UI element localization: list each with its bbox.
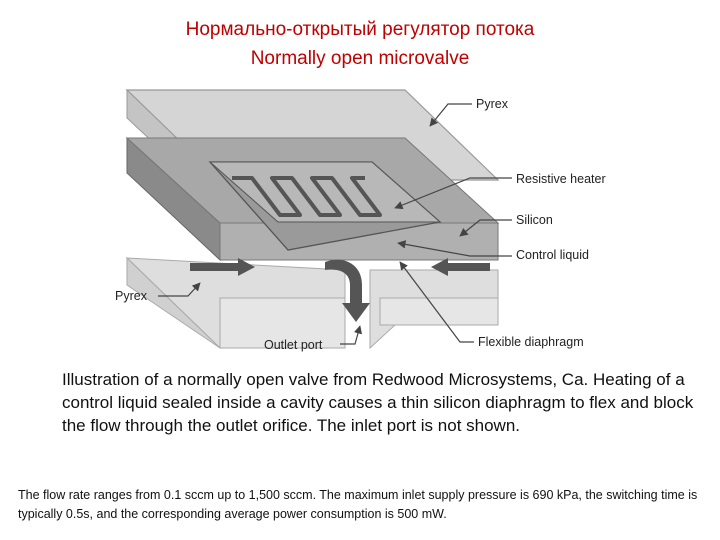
microvalve-diagram: Pyrex Resistive heater Silicon Control l… [115, 88, 606, 352]
inlet-arrow-right [431, 258, 490, 276]
caption: Illustration of a normally open valve fr… [62, 370, 694, 435]
inlet-arrow-left [190, 258, 255, 276]
title-english: Normally open microvalve [250, 48, 470, 69]
resistive-heater [232, 176, 382, 217]
label-silicon: Silicon [516, 213, 553, 227]
label-resistive-heater: Resistive heater [516, 172, 606, 186]
label-pyrex-bottom: Pyrex [115, 289, 148, 303]
label-flexible-diaphragm: Flexible diaphragm [478, 335, 584, 349]
label-outlet-port: Outlet port [264, 338, 323, 352]
label-pyrex-top: Pyrex [476, 97, 509, 111]
footnote: The flow rate ranges from 0.1 sccm up to… [18, 488, 698, 521]
outlet-arrow [325, 259, 370, 322]
title-russian: Нормально-открытый регулятор потока [185, 19, 535, 40]
label-control-liquid: Control liquid [516, 248, 589, 262]
flow-arrows [190, 258, 490, 322]
leader-lines [158, 103, 512, 345]
silicon-layer [125, 136, 500, 262]
pyrex-bottom-block [125, 256, 499, 350]
